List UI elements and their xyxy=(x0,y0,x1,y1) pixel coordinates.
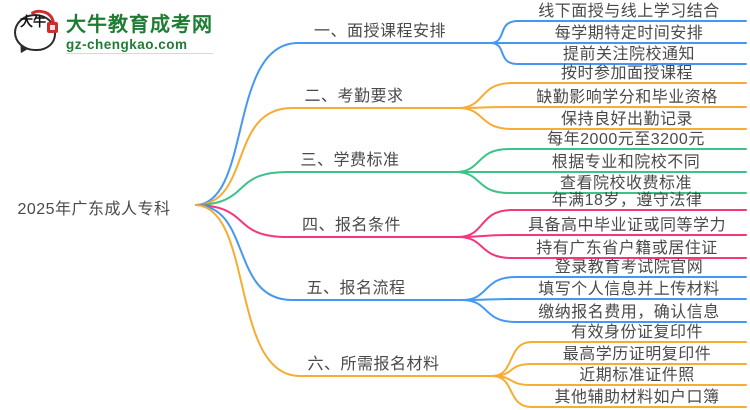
logo-bubble-icon: 大牛 xyxy=(12,7,58,56)
branch4-label: 四、报名条件 xyxy=(301,217,401,234)
branch4-item3: 持有广东省户籍或居住证 xyxy=(536,240,718,257)
branch1-item1: 线下面授与线上学习结合 xyxy=(538,3,720,20)
branch5-item2: 填写个人信息并上传材料 xyxy=(538,281,720,298)
branch2-label: 二、考勤要求 xyxy=(304,88,404,105)
branch4-item3-line xyxy=(457,236,747,259)
branch5-item1: 登录教育考试院官网 xyxy=(554,259,704,276)
branch3-connector xyxy=(195,171,456,206)
branch4-item2: 具备高中毕业证或同等学力 xyxy=(527,217,726,234)
branch2-item2: 缺勤影响学分和毕业资格 xyxy=(536,89,718,106)
branch6-item4: 其他辅助材料如户口簿 xyxy=(554,389,720,406)
branch6-item1: 有效身份证复印件 xyxy=(570,324,703,341)
branch2-connector xyxy=(195,107,459,206)
branch5-item3-line xyxy=(461,299,747,323)
branch3-item1: 每年2000元至3200元 xyxy=(547,131,705,148)
branch6-item2: 最高学历证明复印件 xyxy=(562,346,712,363)
branch6-connector xyxy=(195,204,493,377)
branch5-label: 五、报名流程 xyxy=(306,280,406,297)
branch2-item3-line xyxy=(457,107,747,130)
logo-icon-text: 大牛 xyxy=(19,14,46,29)
logo-text-block: 大牛教育成考网 gz-chengkao.com xyxy=(66,8,213,54)
logo-domain: gz-chengkao.com xyxy=(66,37,213,54)
branch6-label: 六、所需报名材料 xyxy=(307,356,440,373)
logo-title: 大牛教育成考网 xyxy=(66,14,213,36)
branch1-connector xyxy=(195,42,491,206)
branch3-label: 三、学费标准 xyxy=(300,152,400,169)
branch6-item4-line xyxy=(491,375,747,408)
branch6-item3: 近期标准证件照 xyxy=(579,367,695,384)
branch4-item1-line xyxy=(457,209,747,238)
branch2-item1: 按时参加面授课程 xyxy=(560,65,693,82)
branch1-item3: 提前关注院校通知 xyxy=(562,46,695,63)
branch3-item3-line xyxy=(454,171,747,194)
site-logo: 大牛 大牛教育成考网 gz-chengkao.com xyxy=(12,7,213,56)
central-topic: 2025年广东成人专科 xyxy=(17,201,171,218)
branch5-item3: 缴纳报名费用，确认信息 xyxy=(538,304,720,321)
branch1-item3-line xyxy=(489,42,747,65)
red-seal-icon xyxy=(47,22,58,33)
branch1-label: 一、面授课程安排 xyxy=(313,23,446,40)
branch3-item2: 根据专业和院校不同 xyxy=(551,154,701,171)
branch2-item2-line xyxy=(457,106,747,109)
branch4-item2-line xyxy=(457,234,747,238)
branch5-connector xyxy=(195,204,463,301)
branch3-item3: 查看院校收费标准 xyxy=(559,175,692,192)
branch4-connector xyxy=(195,204,459,238)
branch1-item2: 每学期特定时间安排 xyxy=(554,25,704,42)
branch5-item2-line xyxy=(461,298,747,301)
branch2-item3: 保持良好出勤记录 xyxy=(560,111,693,128)
branch4-item1: 年满18岁，遵守法律 xyxy=(551,192,703,209)
